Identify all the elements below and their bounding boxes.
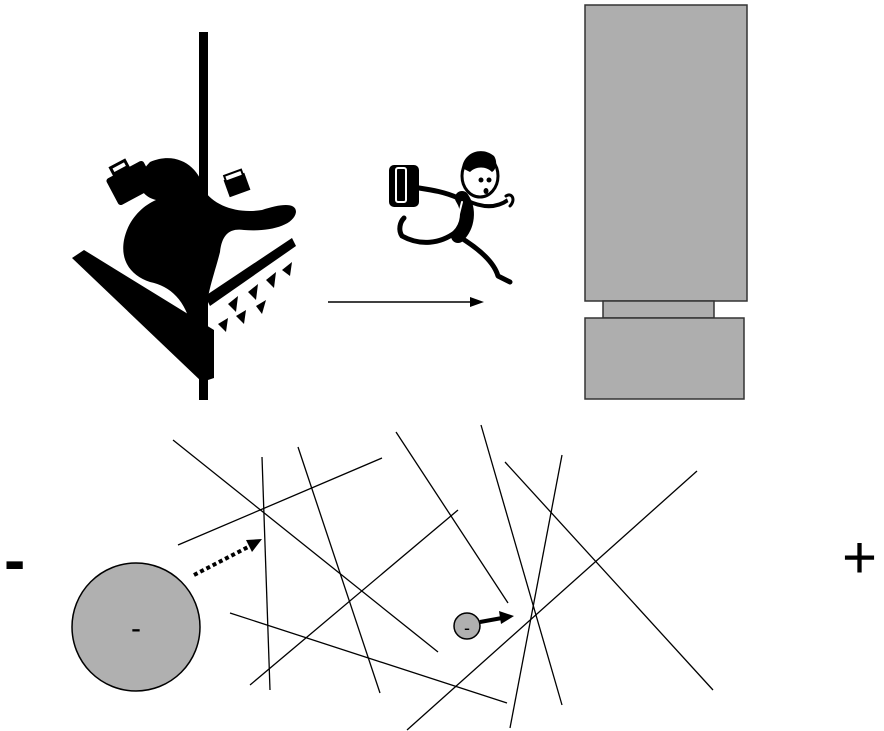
network-line bbox=[178, 458, 382, 545]
network-line bbox=[262, 457, 270, 690]
pillar-upper-block bbox=[585, 5, 747, 301]
solid-arrow-icon bbox=[480, 611, 514, 624]
positive-electrode-sign: + bbox=[842, 528, 877, 588]
negative-electrode-sign: - bbox=[4, 528, 25, 592]
small-ion: - bbox=[454, 613, 480, 639]
pillar-base-block bbox=[585, 318, 744, 399]
pillar-block-icon bbox=[585, 5, 747, 399]
network-line bbox=[396, 432, 508, 603]
network-line bbox=[173, 440, 438, 652]
network-line bbox=[481, 425, 562, 705]
running-businessman-icon bbox=[389, 151, 513, 282]
network-line bbox=[505, 462, 713, 690]
pillar-neck bbox=[603, 301, 714, 318]
obstructed-businessman-icon bbox=[72, 32, 296, 400]
dashed-arrow-icon bbox=[194, 539, 262, 575]
network-line bbox=[250, 510, 458, 685]
fiber-network bbox=[173, 425, 713, 730]
network-line bbox=[298, 447, 380, 693]
arrow-icon bbox=[328, 297, 484, 307]
large-ion-label: - bbox=[131, 612, 141, 645]
large-ion: - bbox=[72, 563, 200, 691]
small-ion-label: - bbox=[464, 618, 470, 638]
